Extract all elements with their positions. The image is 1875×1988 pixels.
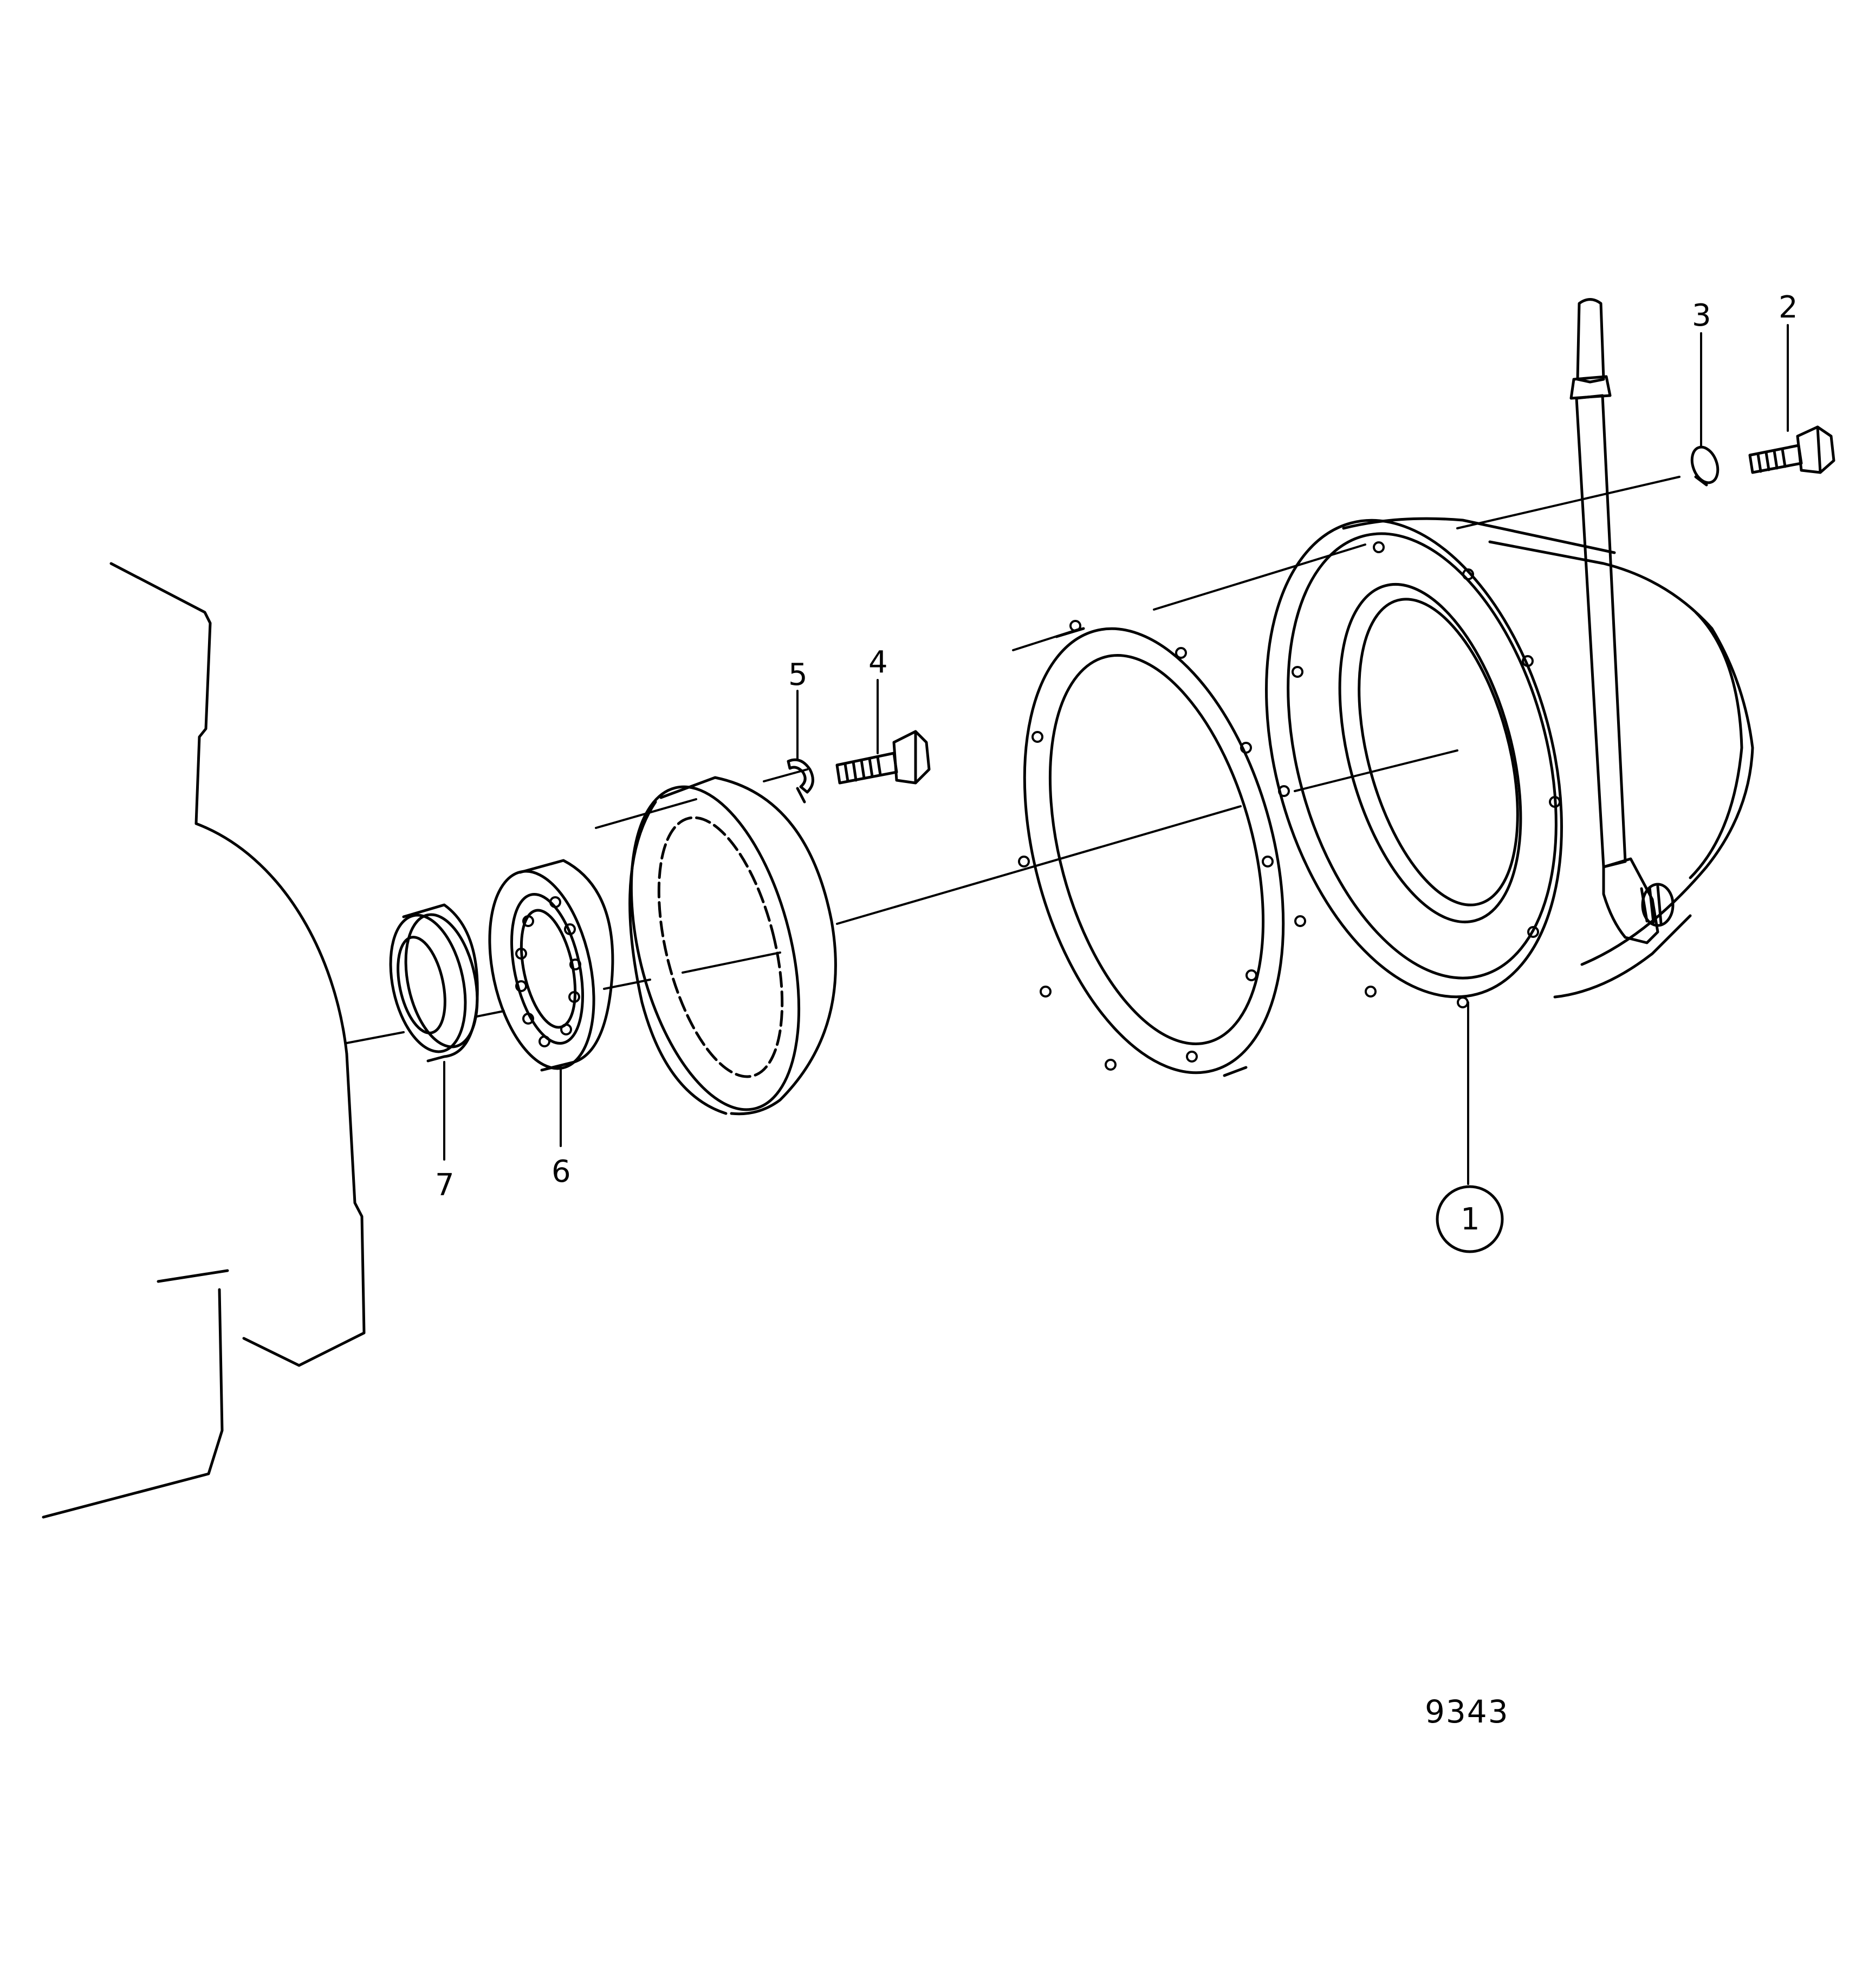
callout-5: 5 [788, 657, 808, 692]
callout-2: 2 [1779, 290, 1798, 325]
callout-1-circle [1436, 1185, 1504, 1253]
lock-washer-5 [787, 758, 814, 804]
callout-4: 4 [868, 645, 888, 680]
bolt-2 [1748, 425, 1835, 474]
callout-7: 7 [435, 1168, 455, 1203]
engine-block-outline [42, 562, 366, 1519]
bolt-4 [835, 730, 931, 785]
transmission-housing [1265, 517, 1754, 1008]
seal-ring [389, 903, 479, 1063]
callout-3: 3 [1692, 298, 1711, 333]
assembly-axis-line [346, 749, 1458, 1044]
callout-1: 1 [1461, 1202, 1480, 1237]
washer-3 [1690, 445, 1720, 487]
ball-bearing [488, 859, 614, 1072]
figure-reference-number: 9343 [1425, 1693, 1509, 1730]
callout-6: 6 [552, 1154, 571, 1189]
callout-leaders [443, 324, 1789, 1185]
shift-lever [1569, 298, 1675, 944]
splined-coupling-ring [628, 776, 837, 1116]
flange-gasket [1018, 620, 1285, 1077]
